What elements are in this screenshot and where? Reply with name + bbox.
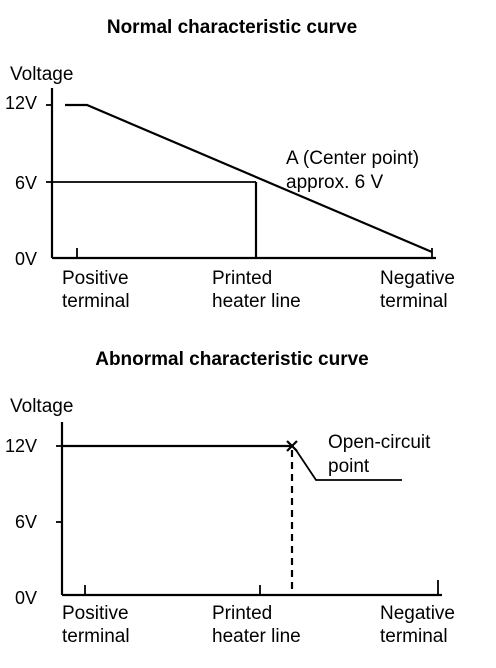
normal-x-label-positive-1: Positive xyxy=(62,268,129,289)
normal-y-tick-6v: 6V xyxy=(15,173,37,193)
normal-x-label-negative-2: terminal xyxy=(380,291,448,312)
abnormal-annotation-line2: point xyxy=(328,456,370,477)
abnormal-y-axis-label: Voltage xyxy=(10,396,73,417)
abnormal-title: Abnormal characteristic curve xyxy=(95,349,369,370)
abnormal-x-label-printed-1: Printed xyxy=(212,603,272,624)
normal-x-label-printed-2: heater line xyxy=(212,291,301,312)
normal-x-label-printed-1: Printed xyxy=(212,268,272,289)
open-circuit-point-marker xyxy=(286,440,298,452)
abnormal-x-label-positive-1: Positive xyxy=(62,603,129,624)
normal-title: Normal characteristic curve xyxy=(107,17,357,38)
normal-diagram: Normal characteristic curve Voltage 12V … xyxy=(5,17,455,312)
normal-x-label-positive-2: terminal xyxy=(62,291,130,312)
abnormal-x-label-negative-1: Negative xyxy=(380,603,455,624)
abnormal-y-tick-0v: 0V xyxy=(15,588,37,608)
normal-annotation-line1: A (Center point) xyxy=(286,148,419,169)
normal-annotation-line2: approx. 6 V xyxy=(286,172,383,193)
normal-y-tick-0v: 0V xyxy=(15,249,37,269)
abnormal-x-label-negative-2: terminal xyxy=(380,626,448,647)
normal-x-label-negative-1: Negative xyxy=(380,268,455,289)
abnormal-diagram: Abnormal characteristic curve Voltage 12… xyxy=(5,349,455,647)
normal-y-tick-12v: 12V xyxy=(5,93,37,113)
abnormal-y-tick-6v: 6V xyxy=(15,512,37,532)
abnormal-y-tick-12v: 12V xyxy=(5,436,37,456)
open-circuit-leader-line xyxy=(295,449,402,481)
normal-voltage-curve xyxy=(65,103,433,254)
abnormal-x-label-printed-2: heater line xyxy=(212,626,301,647)
abnormal-annotation-line1: Open-circuit xyxy=(328,432,431,453)
normal-y-axis-label: Voltage xyxy=(10,64,73,85)
abnormal-x-label-positive-2: terminal xyxy=(62,626,130,647)
